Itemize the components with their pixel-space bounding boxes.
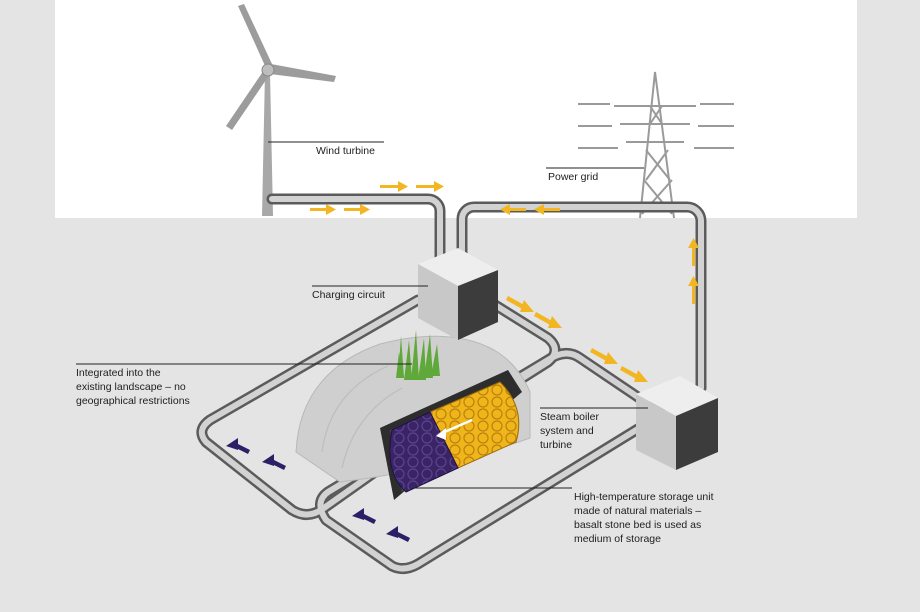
label-storage-unit: High-temperature storage unit made of na…: [574, 491, 714, 545]
label-steam-boiler: Steam boiler system and turbine: [540, 411, 599, 451]
wind-turbine-icon: [226, 4, 336, 216]
grass-icon: [396, 330, 440, 380]
flow-arrows-cold: [226, 438, 410, 542]
label-charging-circuit: Charging circuit: [312, 289, 385, 301]
label-power-grid: Power grid: [548, 171, 599, 183]
label-wind-turbine: Wind turbine: [316, 145, 375, 157]
leader-lines: [76, 141, 648, 489]
storage-unit-icon: [380, 370, 522, 500]
flow-arrows-hot: [310, 181, 699, 382]
pipe-network: [196, 193, 707, 575]
steam-boiler-box: [636, 376, 718, 470]
power-grid-pylon-icon: [578, 71, 734, 219]
charging-circuit-box: [418, 248, 498, 340]
label-landscape: Integrated into the existing landscape –…: [76, 367, 190, 407]
sky-panel: [55, 0, 857, 218]
